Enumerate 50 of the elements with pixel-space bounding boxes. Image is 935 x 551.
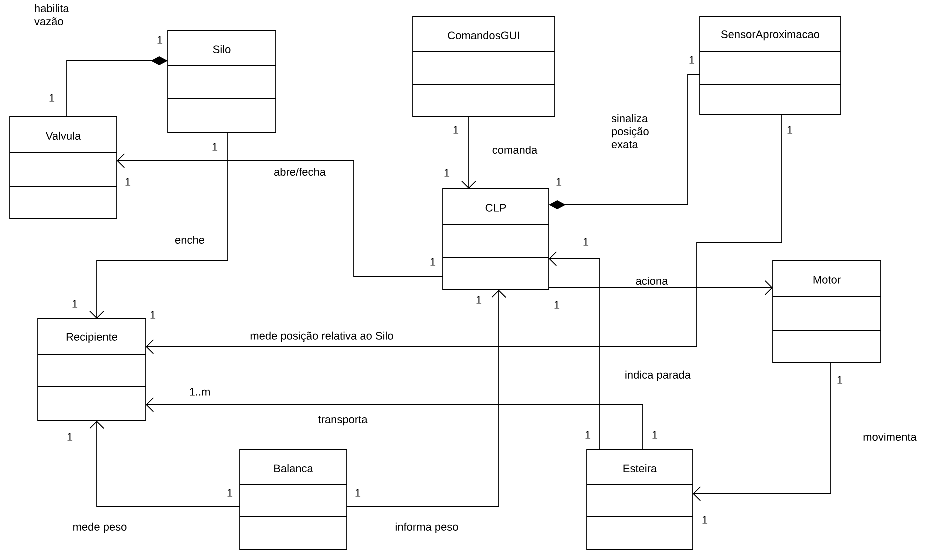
class-box: SensorAproximacao [700,16,842,116]
edge-label: mede peso [74,522,127,534]
multiplicity-label: 1 [444,169,450,177]
edge-label: transporta [318,416,368,426]
association-line [90,132,228,319]
multiplicity-label: 1 [584,238,589,246]
association-line [117,154,444,278]
class-box: Silo [168,30,276,134]
edge-label: movimenta [864,432,917,442]
association-line [146,398,644,450]
class-box: Motor [772,260,882,364]
multiplicity-label: 1 [586,431,591,439]
multiplicity-label: 1 [430,258,436,266]
association-line [693,362,832,502]
association-line [146,114,782,354]
class-box: Esteira [586,450,694,550]
multiplicity-label: 1 [454,126,459,134]
multiplicity-label: 1..m [190,388,210,396]
edge-label: informa peso [396,522,458,534]
multiplicity-label: 1 [838,376,843,384]
multiplicity-label: 1 [68,433,73,441]
multiplicity-label: 1 [788,126,793,134]
class-box: Recipiente [38,318,146,422]
association-line [549,252,600,450]
multiplicity-label: 1 [212,143,218,151]
class-box: Valvula [10,116,118,220]
multiplicity-label: 1 [150,311,156,319]
multiplicity-label: 1 [356,489,361,497]
multiplicity-label: 1 [50,94,55,102]
edge-label: habilita vazão [34,4,70,26]
edge-label: indica parada [626,370,691,382]
multiplicity-label: 1 [554,301,560,309]
association-line [548,280,773,296]
edge-label: comanda [492,146,538,154]
edge-label: aciona [636,276,668,286]
multiplicity-label: 1 [690,56,695,64]
edge-label: abre/fecha [274,168,326,176]
class-box: Balanca [240,450,348,550]
association-line [346,290,506,508]
association-line [462,116,476,189]
edge-label: enche [176,236,204,244]
edge-label: sinaliza posição exata [612,114,649,149]
multiplicity-label: 1 [556,178,562,186]
association-line [90,420,240,508]
class-box: CLP [442,188,550,290]
multiplicity-label: 1 [72,300,78,308]
class-box: ComandosGUI [412,16,556,118]
multiplicity-label: 1 [652,431,658,439]
edge-label: mede posição relativa ao Silo [250,332,394,342]
multiplicity-label: 1 [228,489,233,497]
